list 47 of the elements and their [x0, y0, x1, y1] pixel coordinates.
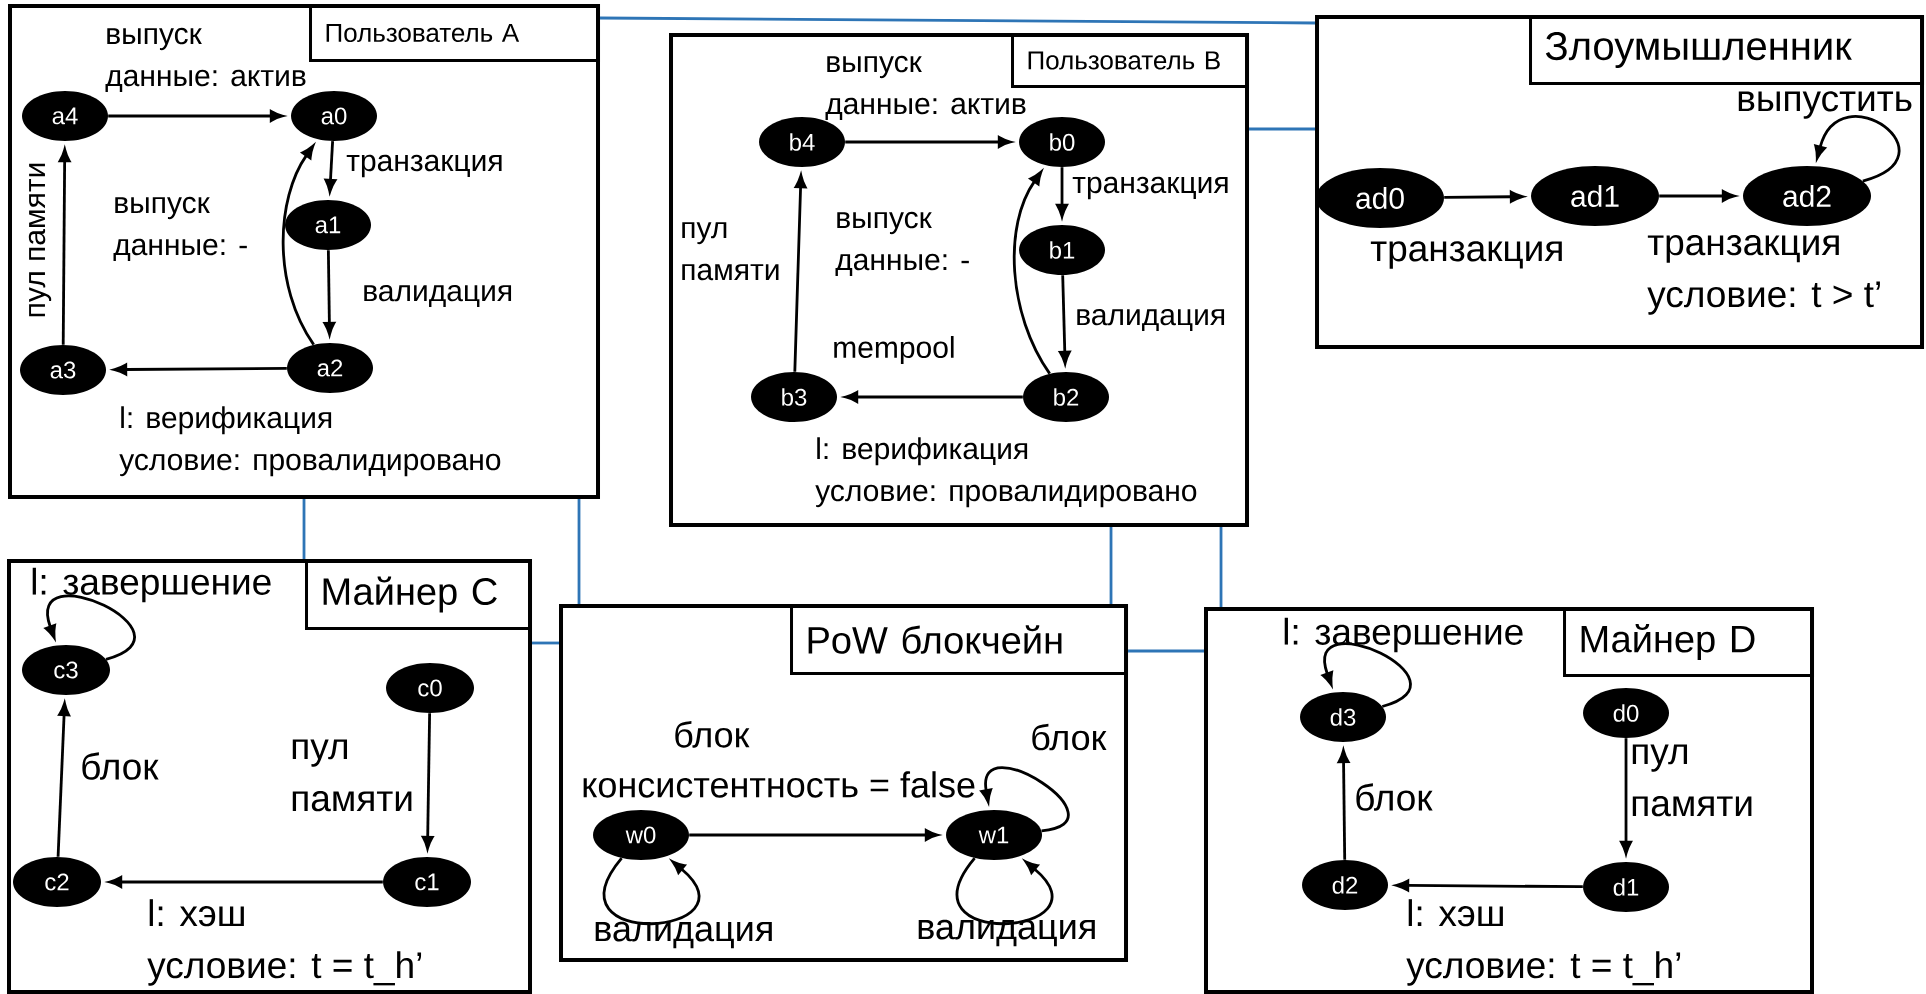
edge-label: блок: [1356, 783, 1433, 811]
edge-label: валидация: [1077, 308, 1225, 332]
arrow: [956, 857, 1054, 926]
edge-label: пул памяти: [28, 163, 52, 317]
edge-label: валидация: [364, 284, 512, 308]
connector-line: [1249, 127, 1315, 131]
edge-label: выпустить: [1738, 91, 1912, 119]
connector-line: [532, 641, 559, 645]
edge-label: транзакция: [346, 154, 502, 178]
connector-line: [302, 499, 306, 559]
edge-label: l: верификация условие: провалидировано: [815, 437, 1197, 508]
edge-label: пул памяти: [292, 739, 412, 812]
edge-label: блок консистентность = false: [583, 720, 975, 798]
arrow: [1814, 115, 1901, 183]
edge-label: транзакция условие: t > t’: [1647, 235, 1880, 315]
connector-line: [1219, 527, 1223, 607]
arrow: [281, 144, 315, 346]
arrow: [44, 594, 136, 661]
title-tab: Майнер C: [305, 559, 532, 630]
arrow: [603, 857, 701, 926]
title-tab: PoW блокчейн: [790, 604, 1128, 675]
edge-label: валидация: [595, 921, 772, 949]
edge-label: l: верификация условие: провалидировано: [119, 406, 501, 477]
edge-label: выпуск данные: актив: [105, 27, 306, 92]
annotation-text: mempool: [834, 336, 954, 364]
edge-label: пул памяти: [1632, 744, 1752, 817]
connector-line: [1128, 649, 1204, 653]
edge-label: транзакция: [1370, 241, 1562, 269]
title-tab: Злоумышленник: [1529, 15, 1925, 85]
edge-label: l: завершение: [1284, 617, 1523, 653]
arrow: [1012, 170, 1051, 375]
connector-line: [600, 16, 1316, 25]
title-tab: Майнер D: [1563, 607, 1814, 677]
connector-line: [1109, 527, 1113, 604]
edge-label: валидация: [918, 919, 1095, 947]
edge-label: выпуск данные: -: [835, 211, 969, 276]
edge-label: пул памяти: [682, 222, 779, 281]
connector-line: [577, 499, 581, 604]
edge-label: l: завершение: [32, 567, 271, 603]
edge-label: блок: [82, 752, 159, 780]
arrow: [1321, 642, 1412, 708]
title-tab: Пользователь A: [309, 4, 600, 62]
edge-label: транзакция: [1072, 176, 1228, 200]
title-tab: Пользователь B: [1011, 33, 1249, 88]
edge-label: блок: [1032, 723, 1107, 751]
arrow: [980, 766, 1070, 833]
edge-label: выпуск данные: -: [113, 196, 247, 261]
